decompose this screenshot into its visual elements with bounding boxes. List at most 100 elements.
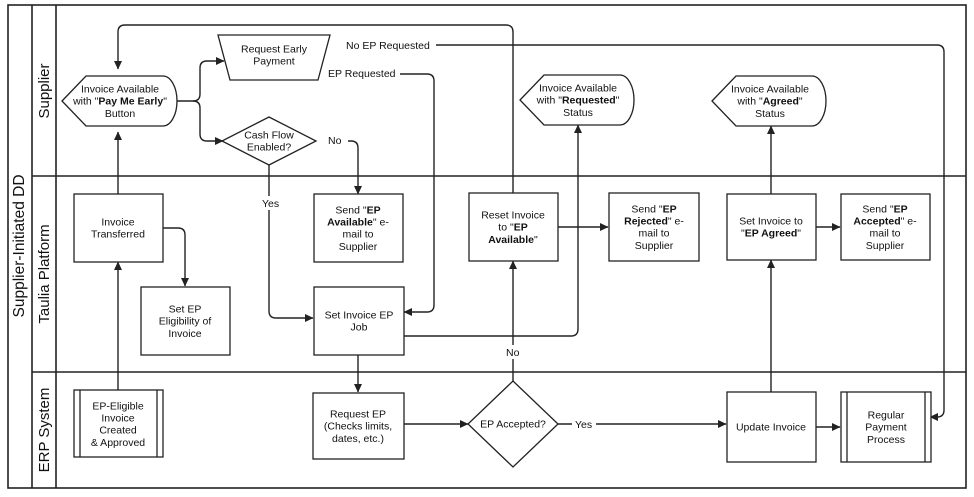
- diagram-title: Supplier-Initiated DD: [11, 174, 28, 317]
- node-label-line: Button: [105, 108, 136, 120]
- node-label-line: Invoice Available: [539, 82, 617, 94]
- node-label-line: Set Invoice to: [739, 216, 803, 228]
- node-label-line: Supplier: [866, 240, 905, 252]
- node-label-line: dates, etc.): [332, 433, 384, 445]
- node-label-line: & Approved: [91, 437, 145, 449]
- node-label-line: Invoice Available: [731, 83, 809, 95]
- node-label-line: Transferred: [91, 229, 145, 241]
- node-label-line: Reset Invoice: [481, 209, 545, 221]
- node-ep-accepted: EP Accepted?: [467, 380, 559, 468]
- label-backdrop: [258, 196, 282, 210]
- node-label-line: (Checks limits,: [324, 421, 392, 433]
- node-label-line: EP Accepted?: [480, 419, 546, 431]
- edge-label-accepted-yes: Yes: [575, 419, 592, 431]
- node-label-line: Send "EP: [631, 203, 676, 215]
- edge-label-no-ep-requested: No EP Requested: [346, 40, 430, 52]
- node-label-line: with "Agreed": [736, 96, 803, 108]
- swimlane-frame: [7, 4, 967, 489]
- node-label: Set Invoice to"EP Agreed": [739, 216, 803, 240]
- edge-label-accepted-no: No: [506, 347, 520, 359]
- connectors: [114, 24, 945, 431]
- node-label-line: Set EP: [169, 303, 202, 315]
- node-label-line: with "Requested": [536, 95, 620, 107]
- node-label-line: Update Invoice: [736, 422, 806, 434]
- node-label-line: "EP Agreed": [741, 228, 801, 240]
- node-label-line: Payment: [253, 56, 295, 68]
- edge-reset-to-display: [114, 24, 514, 193]
- node-label-line: Request Early: [241, 44, 308, 56]
- lane-label-erp: ERP System: [36, 388, 53, 473]
- node-label-line: Invoice: [101, 413, 134, 425]
- node-label-line: Job: [351, 322, 368, 334]
- node-label-line: EP-Eligible: [92, 400, 144, 412]
- node-label-line: Invoice: [101, 217, 134, 229]
- edge-label-cashflow-no: No: [328, 135, 342, 147]
- edge-job-to-requested-status: [404, 124, 582, 337]
- node-label-line: Send "EP: [862, 203, 907, 215]
- edge-ep-requested: [400, 73, 435, 316]
- node-label-line: Available" e-: [327, 217, 389, 229]
- node-label-line: Status: [563, 107, 593, 119]
- node-label-line: mail to: [343, 229, 374, 241]
- node-set-invoice-ep-agreed: Set Invoice to"EP Agreed": [726, 193, 817, 261]
- node-label-line: Accepted" e-: [853, 216, 917, 228]
- edge-label-ep-requested: EP Requested: [328, 68, 396, 80]
- node-label-line: with "Pay Me Early": [72, 96, 167, 108]
- node-label-line: Invoice Available: [81, 83, 159, 95]
- node-label-line: Cash Flow: [244, 130, 294, 142]
- node-label-line: mail to: [870, 228, 901, 240]
- node-update-invoice: Update Invoice: [726, 391, 817, 463]
- node-label-line: Invoice: [168, 328, 201, 340]
- node-label-line: Set Invoice EP: [325, 310, 394, 322]
- node-label-line: Send "EP: [335, 204, 380, 216]
- node-label-line: Enabled?: [247, 142, 292, 154]
- node-request-ep: Request EP(Checks limits,dates, etc.): [312, 392, 405, 460]
- edge-label-cashflow-yes: Yes: [262, 198, 279, 210]
- label-backdrop: [572, 418, 596, 431]
- node-label-line: Supplier: [635, 240, 674, 252]
- edge-display-to-request: [177, 57, 225, 102]
- node-label-line: mail to: [639, 228, 670, 240]
- edge-no-ep-requested: [434, 44, 945, 421]
- node-label-line: Payment: [865, 422, 907, 434]
- node-label-line: Created: [99, 425, 137, 437]
- edge-display-to-cashflow: [192, 100, 224, 145]
- edge-cashflow-yes: [268, 165, 314, 322]
- node-label-line: Rejected" e-: [624, 216, 684, 228]
- lane-label-platform: Taulia Platform: [36, 224, 53, 323]
- node-label-line: Eligibility of: [159, 316, 212, 328]
- node-label-line: Supplier: [339, 241, 378, 253]
- lane-label-supplier: Supplier: [36, 63, 53, 118]
- node-label-line: Regular: [868, 409, 905, 421]
- node-label: Update Invoice: [736, 422, 806, 434]
- edge-transferred-to-eligibility: [163, 227, 189, 287]
- node-label: Request EP(Checks limits,dates, etc.): [324, 408, 392, 444]
